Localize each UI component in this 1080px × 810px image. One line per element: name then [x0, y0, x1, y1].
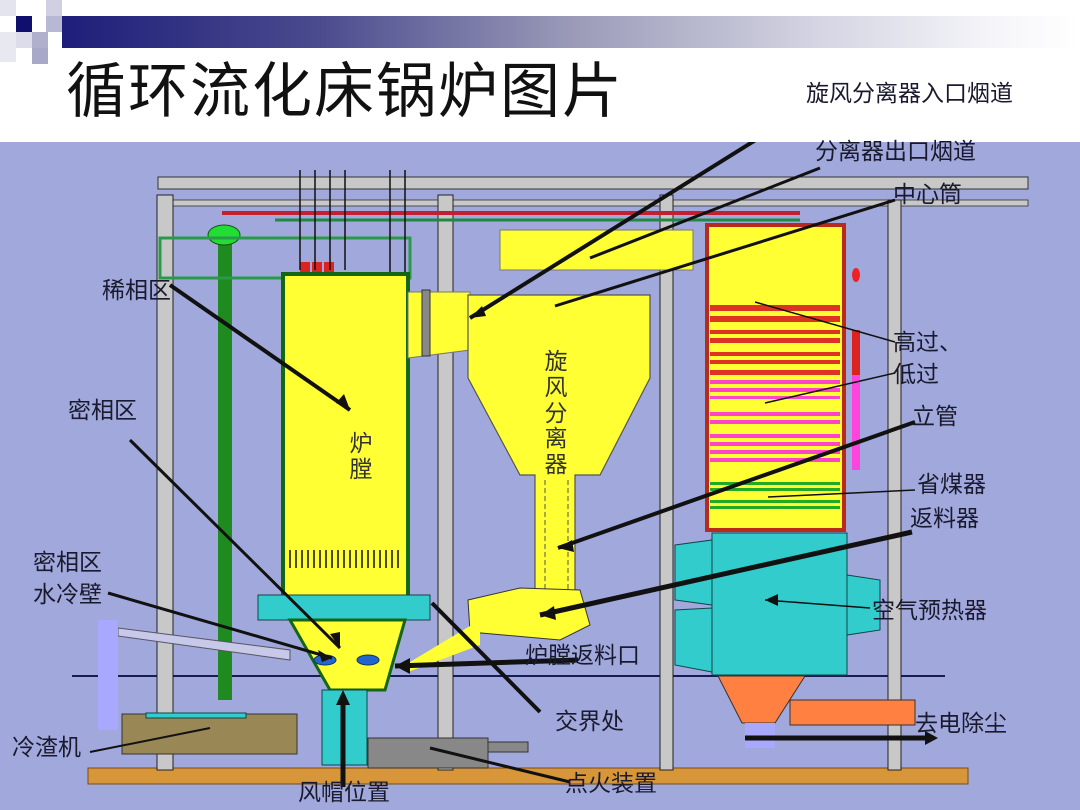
decor-square [16, 16, 32, 32]
callout-to-esp: 去电除尘 [915, 711, 1007, 737]
callout-center-tube: 中心筒 [893, 182, 962, 208]
steam-drum [207, 224, 241, 246]
callout-separator-outlet-duct: 分离器出口烟道 [815, 139, 976, 165]
slag-cooler-body [121, 713, 298, 755]
slide-header: 循环流化床锅炉图片 [0, 0, 1080, 142]
decor-square [0, 32, 16, 62]
decor-square [32, 32, 48, 48]
page-title: 循环流化床锅炉图片 [66, 57, 624, 127]
furnace-label-char: 膛 [349, 456, 373, 483]
arrow-heads [318, 306, 938, 745]
decor-square [16, 32, 32, 48]
callout-cyclone-inlet-duct: 旋风分离器入口烟道 [806, 81, 1013, 107]
callout-dense-zone-waterwall-line2: 水冷壁 [33, 582, 102, 608]
cyclone-label-char: 离 [544, 426, 568, 453]
distributor-grid [289, 550, 399, 568]
furnace-label-char: 炉 [349, 431, 373, 457]
refractory-band [257, 594, 431, 621]
furnace-label: 炉 膛 [348, 431, 374, 484]
callout-loop-seal: 返料器 [910, 506, 979, 532]
decor-square [46, 0, 62, 16]
cyclone-label-char: 器 [544, 452, 568, 478]
boiler-diagram [72, 142, 1029, 787]
header-gradient-bar [62, 16, 1080, 48]
decor-square [32, 48, 48, 64]
furnace-lower-cone [287, 618, 407, 692]
callout-superheaters-line2: 低过 [893, 362, 939, 388]
callout-furnace-return-port: 炉膛返料口 [525, 643, 640, 669]
callout-standpipe: 立管 [912, 404, 958, 430]
callout-dense-zone-waterwall-line1: 密相区 [33, 550, 102, 576]
downcomer [218, 240, 232, 700]
cyclone-label: 旋 风 分 离 器 [543, 349, 569, 479]
cyclone-label-char: 分 [544, 400, 568, 427]
decor-square [0, 0, 16, 16]
callout-interface: 交界处 [555, 709, 624, 735]
callout-bubble-cap-location: 风帽位置 [298, 780, 390, 806]
economizer-tubes [710, 482, 840, 509]
cyclone-label-char: 风 [544, 374, 568, 401]
cyclone-inlet-duct-shape [407, 291, 471, 359]
callout-dilute-zone: 稀相区 [102, 278, 171, 304]
callout-economizer: 省煤器 [917, 472, 986, 498]
decor-square [46, 16, 62, 32]
cyclone-top [499, 229, 694, 271]
loop-seal-body [467, 587, 591, 641]
diagram-canvas: 炉 膛 旋 风 分 离 器 旋风分离器入口烟道 分离器出口烟道 中心筒 稀相区 … [0, 81, 1080, 810]
callout-leaders [89, 142, 928, 787]
callout-dense-zone: 密相区 [68, 398, 137, 424]
low-temp-superheater-tubes [710, 380, 840, 462]
back-pass [705, 223, 846, 532]
ground-slab [87, 767, 969, 785]
callout-air-preheater: 空气预热器 [872, 598, 987, 624]
callout-slag-cooler: 冷渣机 [12, 735, 81, 761]
callout-superheaters-line1: 高过、 [893, 330, 962, 356]
callout-ignition-device: 点火装置 [565, 771, 657, 797]
roof-beam [157, 176, 1029, 190]
ignition-device-body [367, 737, 489, 769]
cyclone-label-char: 旋 [544, 349, 568, 375]
furnace-body [281, 272, 410, 601]
